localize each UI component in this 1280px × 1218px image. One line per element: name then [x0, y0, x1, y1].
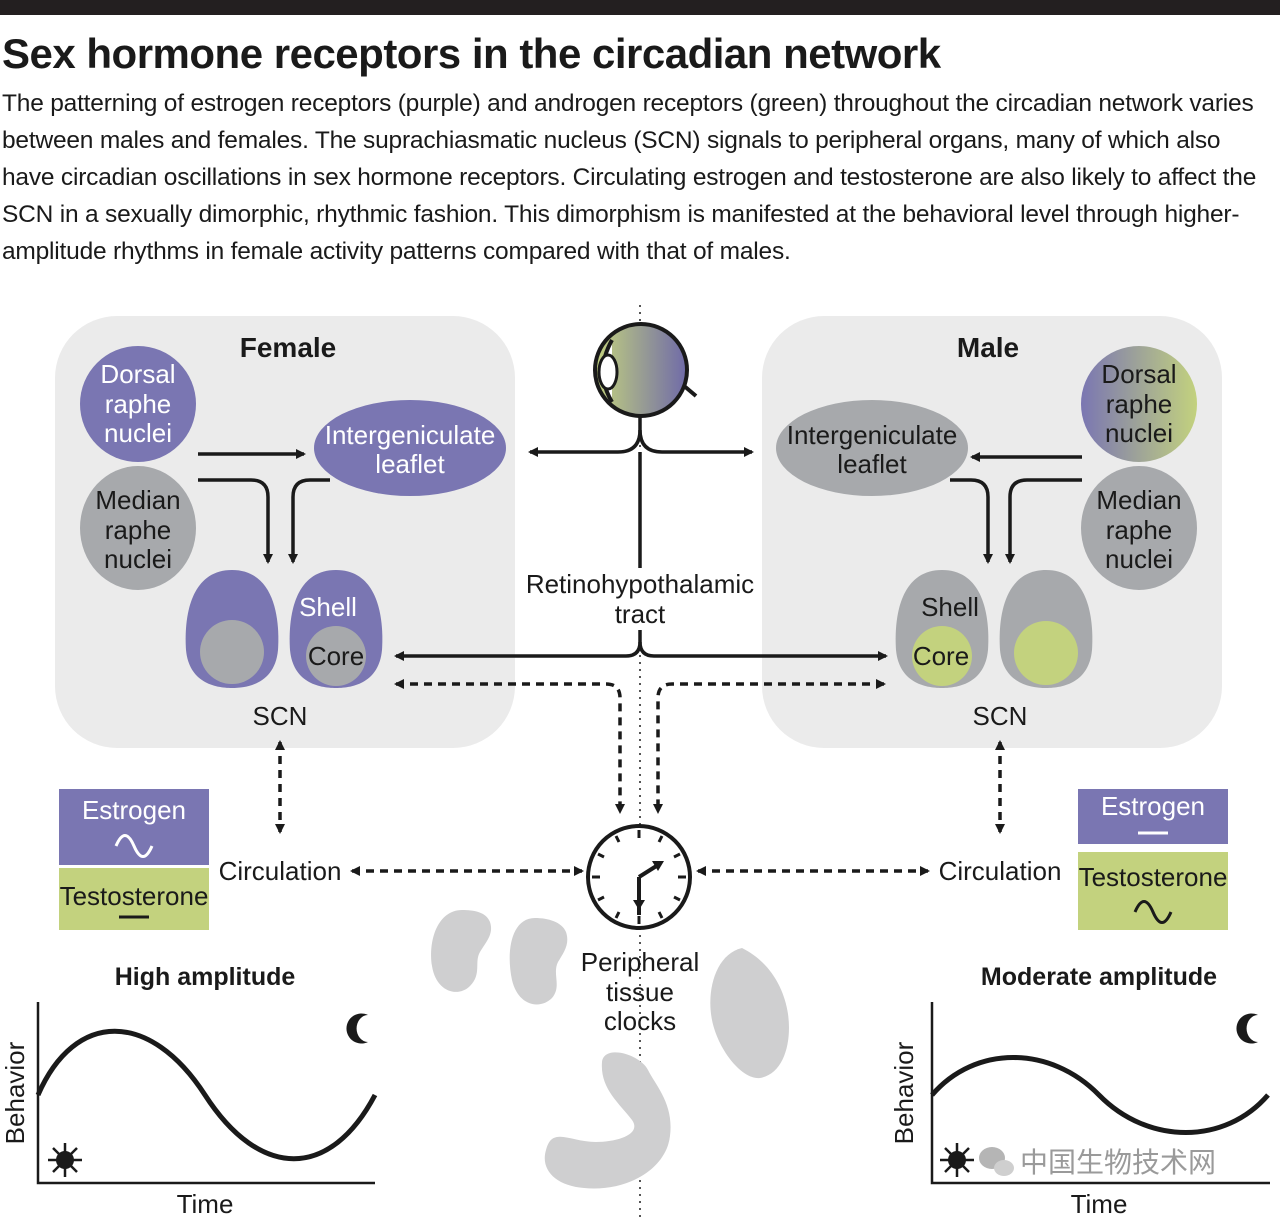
female-median-raphe: [80, 466, 196, 590]
figure-title: Sex hormone receptors in the circadian n…: [2, 30, 941, 77]
stomach-icon: [544, 1052, 671, 1189]
sun-icon: [940, 1143, 974, 1177]
female-igl: [314, 400, 506, 496]
female-testosterone-label: Testosterone: [60, 881, 209, 911]
female-scn-left-core: [200, 620, 264, 684]
female-median-label-2: raphe: [105, 515, 172, 545]
female-header: Female: [240, 332, 337, 363]
female-median-label-3: nuclei: [104, 544, 172, 574]
male-amplitude-title: Moderate amplitude: [981, 963, 1217, 991]
female-estrogen-oscillation-icon: [114, 834, 154, 858]
female-xlabel: Time: [177, 1189, 234, 1218]
male-raphe-arrows: [950, 452, 1082, 564]
male-median-raphe: [1081, 466, 1197, 590]
male-dorsal-raphe: [1081, 346, 1197, 462]
male-header: Male: [957, 332, 1019, 363]
female-median-label-1: Median: [95, 485, 180, 515]
female-shell-label: Shell: [299, 592, 357, 622]
male-median-label-1: Median: [1096, 485, 1181, 515]
male-behavior-curve: [930, 1055, 1270, 1135]
male-xlabel: Time: [1071, 1189, 1128, 1218]
male-scn-label: SCN: [973, 701, 1028, 731]
moon-icon: [1236, 1013, 1258, 1044]
male-testosterone-box: [1078, 852, 1228, 930]
kidney-icon: [431, 910, 492, 992]
male-scn-left-core: [912, 626, 972, 686]
female-igl-label-2: leaflet: [375, 449, 445, 479]
female-estrogen-box: [59, 789, 209, 865]
female-dorsal-label-2: raphe: [105, 389, 172, 419]
male-dorsal-label-1: Dorsal: [1101, 359, 1176, 389]
male-testosterone-oscillation-icon: [1133, 900, 1173, 924]
male-igl-label-1: Intergeniculate: [787, 420, 958, 450]
figure-caption: The patterning of estrogen receptors (pu…: [2, 90, 1257, 265]
sun-icon: [48, 1143, 82, 1177]
female-raphe-arrows: [198, 449, 330, 564]
female-igl-label-1: Intergeniculate: [325, 420, 496, 450]
female-core-label: Core: [308, 641, 364, 671]
watermark-text: 中国生物技术网: [1020, 1147, 1216, 1178]
peripheral-label-3: clocks: [604, 1006, 676, 1036]
heart-icon: [710, 948, 789, 1079]
circadian-network-diagram: Female Dorsal raphe nuclei Median raphe …: [0, 305, 1270, 1218]
female-graph-axes: [36, 1002, 375, 1185]
male-shell-label: Shell: [921, 592, 979, 622]
female-amplitude-title: High amplitude: [115, 963, 296, 991]
male-dorsal-label-3: nuclei: [1105, 418, 1173, 448]
female-estrogen-label: Estrogen: [82, 795, 186, 825]
rht-label-2: tract: [615, 599, 666, 629]
male-testosterone-label: Testosterone: [1079, 862, 1228, 892]
male-graph-axes: [930, 1002, 1270, 1185]
top-rule: [0, 0, 1280, 15]
male-dorsal-label-2: raphe: [1106, 389, 1173, 419]
wechat-icon: [979, 1147, 1014, 1176]
peripheral-label-1: Peripheral: [581, 947, 700, 977]
female-ylabel: Behavior: [0, 1041, 30, 1144]
female-dorsal-label-1: Dorsal: [100, 359, 175, 389]
male-estrogen-box: [1078, 789, 1228, 844]
male-ylabel: Behavior: [889, 1041, 919, 1144]
kidney-icon: [509, 918, 568, 1005]
female-circulation-label: Circulation: [219, 856, 342, 886]
male-estrogen-label: Estrogen: [1101, 791, 1205, 821]
male-median-label-2: raphe: [1106, 515, 1173, 545]
female-dorsal-raphe: [80, 346, 196, 462]
male-scn-right-core: [1014, 621, 1078, 685]
moon-icon: [346, 1013, 368, 1044]
rht-label-bg: [528, 568, 752, 630]
male-core-label: Core: [913, 641, 969, 671]
clock-icon: [586, 824, 692, 930]
male-circulation-label: Circulation: [939, 856, 1062, 886]
male-igl-label-2: leaflet: [837, 449, 907, 479]
scn-peripheral-dashed-arrows: [275, 679, 1005, 876]
female-dorsal-label-3: nuclei: [104, 418, 172, 448]
male-igl: [776, 400, 968, 496]
male-median-label-3: nuclei: [1105, 544, 1173, 574]
female-scn-right-core: [306, 626, 366, 686]
retinohypothalamic-tract: [394, 416, 888, 661]
female-behavior-curve: [35, 1028, 378, 1162]
peripheral-label-2: tissue: [606, 977, 674, 1007]
rht-label-1: Retinohypothalamic: [526, 569, 754, 599]
female-scn-label: SCN: [253, 701, 308, 731]
female-testosterone-box: [59, 868, 209, 930]
eye-icon: [593, 322, 698, 418]
